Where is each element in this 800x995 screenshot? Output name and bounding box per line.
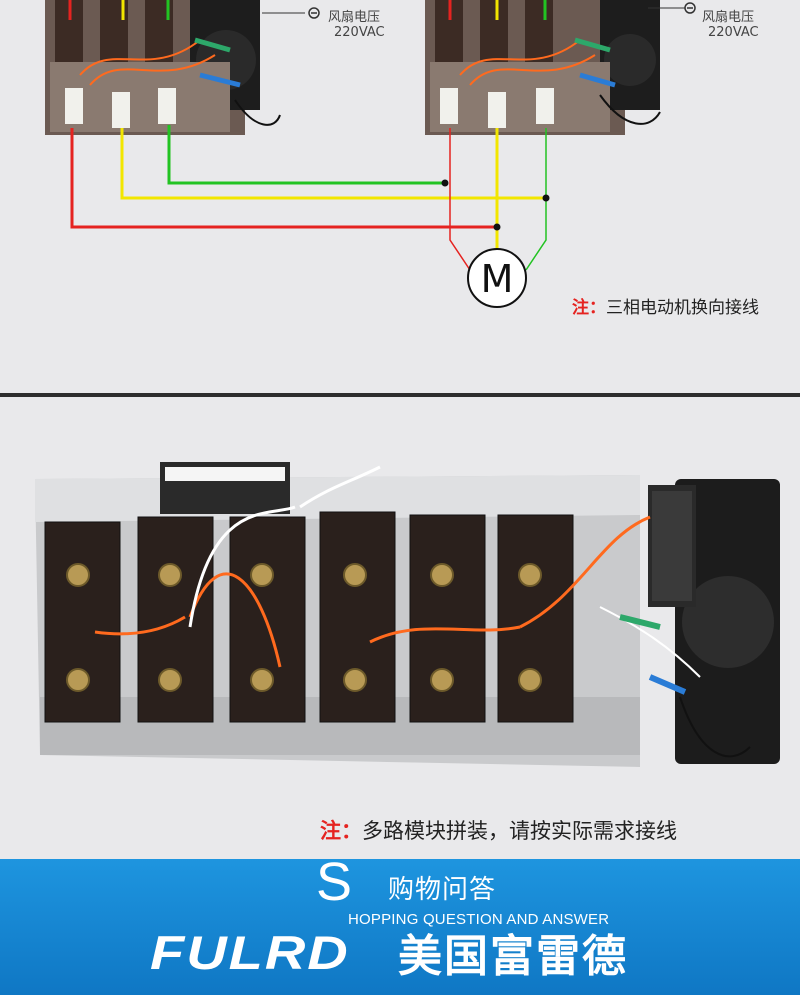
wires xyxy=(94,465,751,758)
shopping-qa-banner: S 购物问答 HOPPING QUESTION AND ANSWER FULRD… xyxy=(0,859,800,995)
fan-voltage: 220VAC xyxy=(708,25,759,40)
wire-red-left xyxy=(70,128,497,229)
fan-voltage-label-left xyxy=(262,7,320,19)
fan-voltage-text-right: 风扇电压 220VAC xyxy=(702,6,759,40)
junction-dot xyxy=(441,179,449,187)
banner-title-cn: 购物问答 xyxy=(388,875,497,905)
fan-label: 风扇电压 xyxy=(702,10,755,25)
brand-name-cn: 美国富雷德 xyxy=(398,931,628,982)
fan-voltage-text-left: 风扇电压 220VAC xyxy=(328,6,385,40)
motor-symbol-letter: M xyxy=(481,257,514,301)
left-relay-module-photo xyxy=(45,0,281,135)
wiring-lines xyxy=(70,125,547,271)
note-prefix: 注： xyxy=(320,819,362,843)
module-assembly-photo xyxy=(35,462,780,767)
relay-screws xyxy=(66,563,542,692)
junction-dot xyxy=(542,194,550,202)
motor-symbol: M xyxy=(467,248,527,308)
relay-modules xyxy=(44,511,574,723)
wire-green-right xyxy=(525,128,547,271)
note-prefix: 注： xyxy=(572,298,606,318)
top-note: 注：三相电动机换向接线 xyxy=(572,293,759,318)
wiring-diagram-panel: M 风扇电压 220VAC 风扇电压 220VAC 注：三相电动机换向接线 xyxy=(0,0,800,393)
fan-voltage: 220VAC xyxy=(334,25,385,40)
bottom-note: 注：多路模块拼装，请按实际需求接线 xyxy=(320,815,677,845)
banner-title-en: HOPPING QUESTION AND ANSWER xyxy=(348,911,610,928)
wire-red-right xyxy=(449,128,471,271)
section-divider xyxy=(0,393,800,397)
module-assembly-panel: 注：多路模块拼装，请按实际需求接线 xyxy=(0,397,800,859)
fan-voltage-label-right xyxy=(648,2,696,14)
wiring-diagram: M xyxy=(45,0,696,308)
right-relay-module-photo xyxy=(425,0,661,135)
wire-green-left xyxy=(167,125,445,185)
banner-big-letter: S xyxy=(316,859,353,912)
fan-label: 风扇电压 xyxy=(328,10,381,25)
junction-dot xyxy=(493,223,501,231)
note-text: 三相电动机换向接线 xyxy=(606,298,759,318)
wire-yellow-left xyxy=(120,128,546,200)
brand-logo-en: FULRD xyxy=(150,925,350,980)
note-text: 多路模块拼装，请按实际需求接线 xyxy=(362,819,677,843)
